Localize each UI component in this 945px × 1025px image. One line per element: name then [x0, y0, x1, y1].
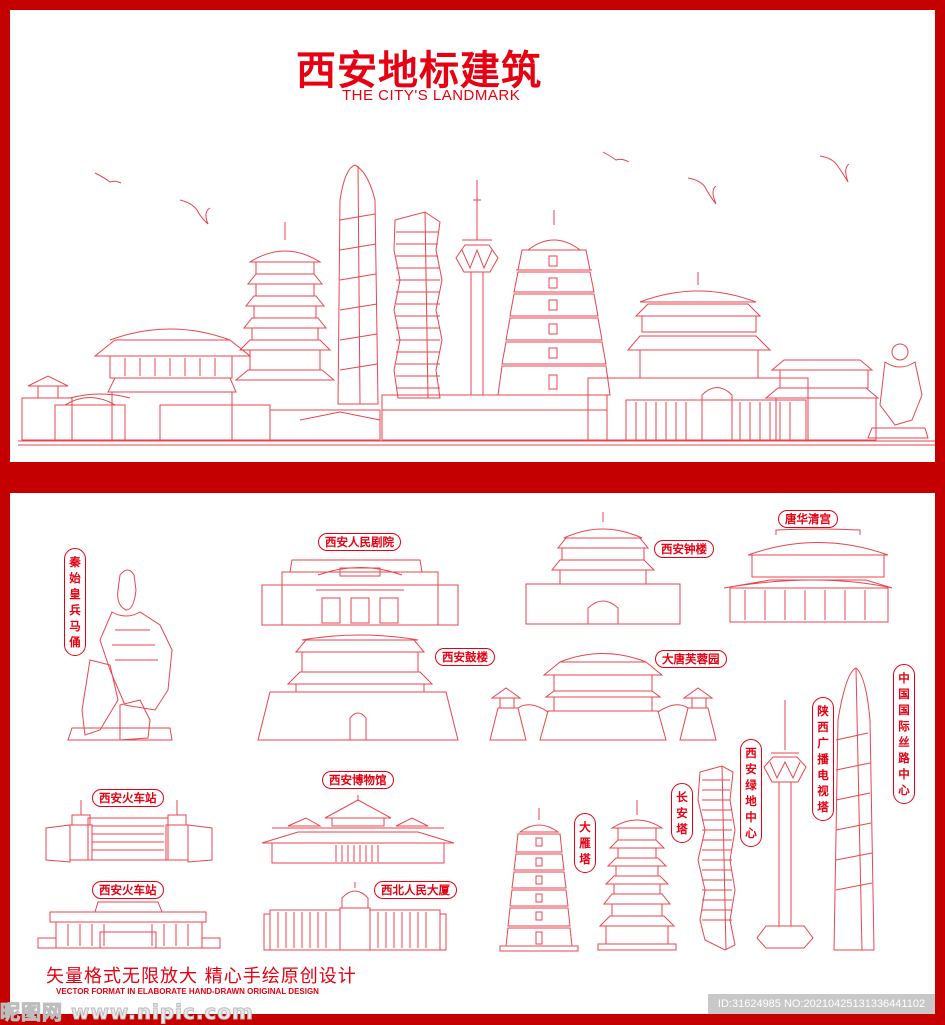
- railway-station-2-drawing: [37, 901, 221, 949]
- twisted-tower-drawing: [697, 765, 736, 951]
- label-wild-goose-pagoda: 大雁塔: [574, 813, 596, 873]
- label-drum-tower: 西安鼓楼: [435, 648, 495, 666]
- label-bell-tower: 西安钟楼: [654, 540, 714, 558]
- museum-drawing: [261, 795, 455, 864]
- tang-paradise-drawing: [489, 653, 717, 741]
- peoples-theatre-drawing: [261, 559, 459, 626]
- drum-tower-drawing: [257, 634, 459, 741]
- label-silk-road-center: 中国国际丝路中心: [893, 664, 915, 804]
- label-railway-station-1: 西安火车站: [92, 789, 164, 807]
- page-title: 西安地标建筑: [296, 48, 542, 94]
- label-museum: 西安博物馆: [322, 771, 394, 789]
- northwest-building-drawing: [263, 882, 447, 951]
- label-huaqing-palace: 唐华清宫: [778, 510, 838, 528]
- wild-goose-pagoda-drawing: [499, 808, 579, 952]
- label-railway-station-2: 西安火车站: [92, 881, 164, 899]
- skyline-illustration: [18, 151, 935, 446]
- page-subtitle: THE CITY'S LANDMARK: [342, 87, 521, 104]
- label-changan-tower: 长安塔: [671, 783, 693, 843]
- id-info-bar: ID:31624985 NO:20210425131336441102: [708, 994, 935, 1014]
- label-terracotta-warriors: 秦始皇兵马俑: [64, 548, 86, 656]
- silk-road-center-drawing: [833, 667, 875, 951]
- label-tang-paradise: 大唐芙蓉园: [655, 650, 727, 668]
- slogan-en: VECTOR FORMAT IN ELABORATE HAND-DRAWN OR…: [56, 987, 319, 996]
- skyline-panel: [10, 10, 935, 462]
- slogan-cn: 矢量格式无限放大 精心手绘原创设计: [46, 966, 357, 987]
- railway-station-1-drawing: [45, 800, 213, 863]
- bell-tower-drawing: [525, 512, 681, 625]
- label-tv-tower: 陕西广播电视塔: [812, 697, 834, 821]
- changan-tower-drawing: [597, 800, 677, 951]
- terracotta-warrior-drawing: [67, 569, 173, 741]
- label-peoples-theatre: 西安人民剧院: [318, 533, 401, 551]
- label-northwest-building: 西北人民大厦: [374, 881, 457, 899]
- tv-tower-drawing: [756, 700, 814, 949]
- huaqing-palace-drawing: [723, 528, 893, 623]
- label-greenland-center: 西安绿地中心: [740, 739, 762, 847]
- bird-icon: [94, 151, 850, 225]
- watermark: 昵图网 www.nipic.com: [0, 1000, 254, 1025]
